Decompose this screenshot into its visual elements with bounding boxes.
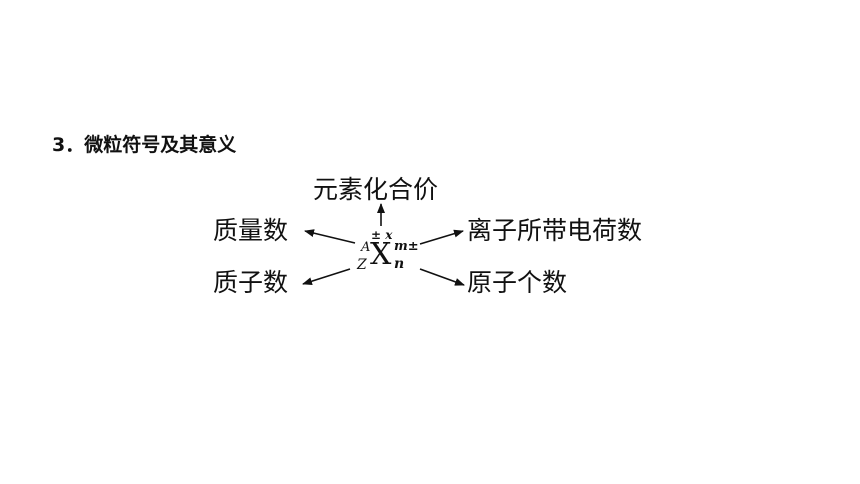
symbol-element: X: [370, 237, 392, 272]
label-proton-number: 质子数: [213, 268, 289, 297]
label-atom-count: 原子个数: [467, 268, 568, 297]
symbol-mass-number: A: [361, 240, 371, 255]
arrow-to-proton-number: [302, 268, 351, 286]
arrow-to-ion-charge: [419, 229, 464, 245]
arrow-to-mass-number: [304, 229, 356, 244]
symbol-atomic-number: Z: [357, 257, 367, 273]
arrow-to-atom-count: [419, 268, 465, 286]
label-valence: 元素化合价: [313, 175, 439, 204]
section-heading: 3．微粒符号及其意义: [52, 134, 237, 156]
symbol-valence: ± x: [371, 228, 393, 242]
label-mass-number: 质量数: [213, 216, 289, 245]
label-ion-charge: 离子所带电荷数: [467, 216, 643, 245]
symbol-count: n: [394, 256, 405, 272]
symbol-charge: m±: [394, 239, 419, 254]
